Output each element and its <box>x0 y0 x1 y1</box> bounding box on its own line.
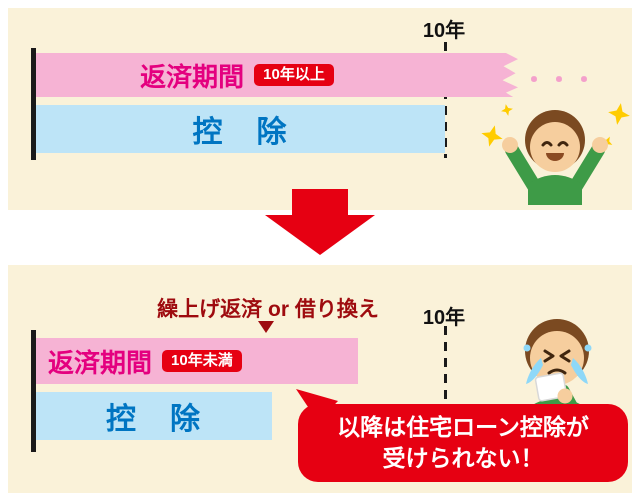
left-tear-stream <box>526 358 543 384</box>
repayment-period-label-bottom: 返済期間 <box>48 347 153 378</box>
ten-year-marker-top: 10年 <box>422 20 466 42</box>
face <box>530 122 580 172</box>
mouth <box>546 153 564 161</box>
hand <box>557 388 573 404</box>
left-eye <box>541 141 553 147</box>
tear-drop-left <box>523 344 531 352</box>
repayment-period-badge-top: 10年以上 <box>254 63 334 87</box>
left-hand <box>502 137 518 153</box>
left-eye-crying <box>543 349 555 363</box>
down-arrow-icon <box>265 189 375 255</box>
after-scenario-panel: 繰上げ返済 or 借り換え 10年 返済期間 10年未満 控 除 以降は住宅ロー… <box>8 265 632 493</box>
repayment-period-label-top: 返済期間 <box>140 61 245 92</box>
face <box>530 331 584 385</box>
deduction-label-top: 控 除 <box>192 116 289 149</box>
warning-line-2: 受けられない！ <box>382 445 544 471</box>
left-arm <box>505 143 541 193</box>
repayment-period-bar-top: 返済期間 10年以上 <box>36 53 518 97</box>
deduction-label-bottom: 控 除 <box>106 403 202 436</box>
warning-line-1: 以降は住宅ローン控除が <box>337 413 589 440</box>
ten-year-marker-bottom: 10年 <box>422 307 466 329</box>
tear-drop-right <box>584 344 592 352</box>
right-arm <box>569 143 605 193</box>
right-eye <box>557 141 569 147</box>
ten-year-dashed-line-bottom <box>444 326 447 448</box>
mouth-frown <box>547 368 567 375</box>
right-tear-stream <box>571 358 588 384</box>
timeline-start-line-bottom <box>31 330 36 452</box>
repayment-period-bar-bottom: 返済期間 10年未満 <box>36 338 358 384</box>
timeline-start-line-top <box>31 48 36 160</box>
continuation-dots: ・・・ <box>522 67 597 94</box>
deduction-bar-bottom: 控 除 <box>36 392 272 440</box>
right-eye-crying <box>559 349 571 363</box>
body <box>528 175 582 205</box>
pointer-down-icon <box>258 321 274 333</box>
warning-speech-bubble: 以降は住宅ローン控除が 受けられない！ <box>296 389 628 482</box>
prepayment-annotation: 繰上げ返済 or 借り換え <box>157 298 379 321</box>
right-hand <box>592 137 608 153</box>
repayment-period-badge-bottom: 10年未満 <box>162 349 242 373</box>
deduction-bar-top: 控 除 <box>36 105 445 153</box>
ten-year-dashed-line-top <box>444 42 447 158</box>
speech-bubble-tail <box>296 389 338 422</box>
before-scenario-panel: 10年 返済期間 10年以上 ・・・ 控 除 <box>8 8 632 210</box>
happy-person-illustration <box>481 103 630 205</box>
